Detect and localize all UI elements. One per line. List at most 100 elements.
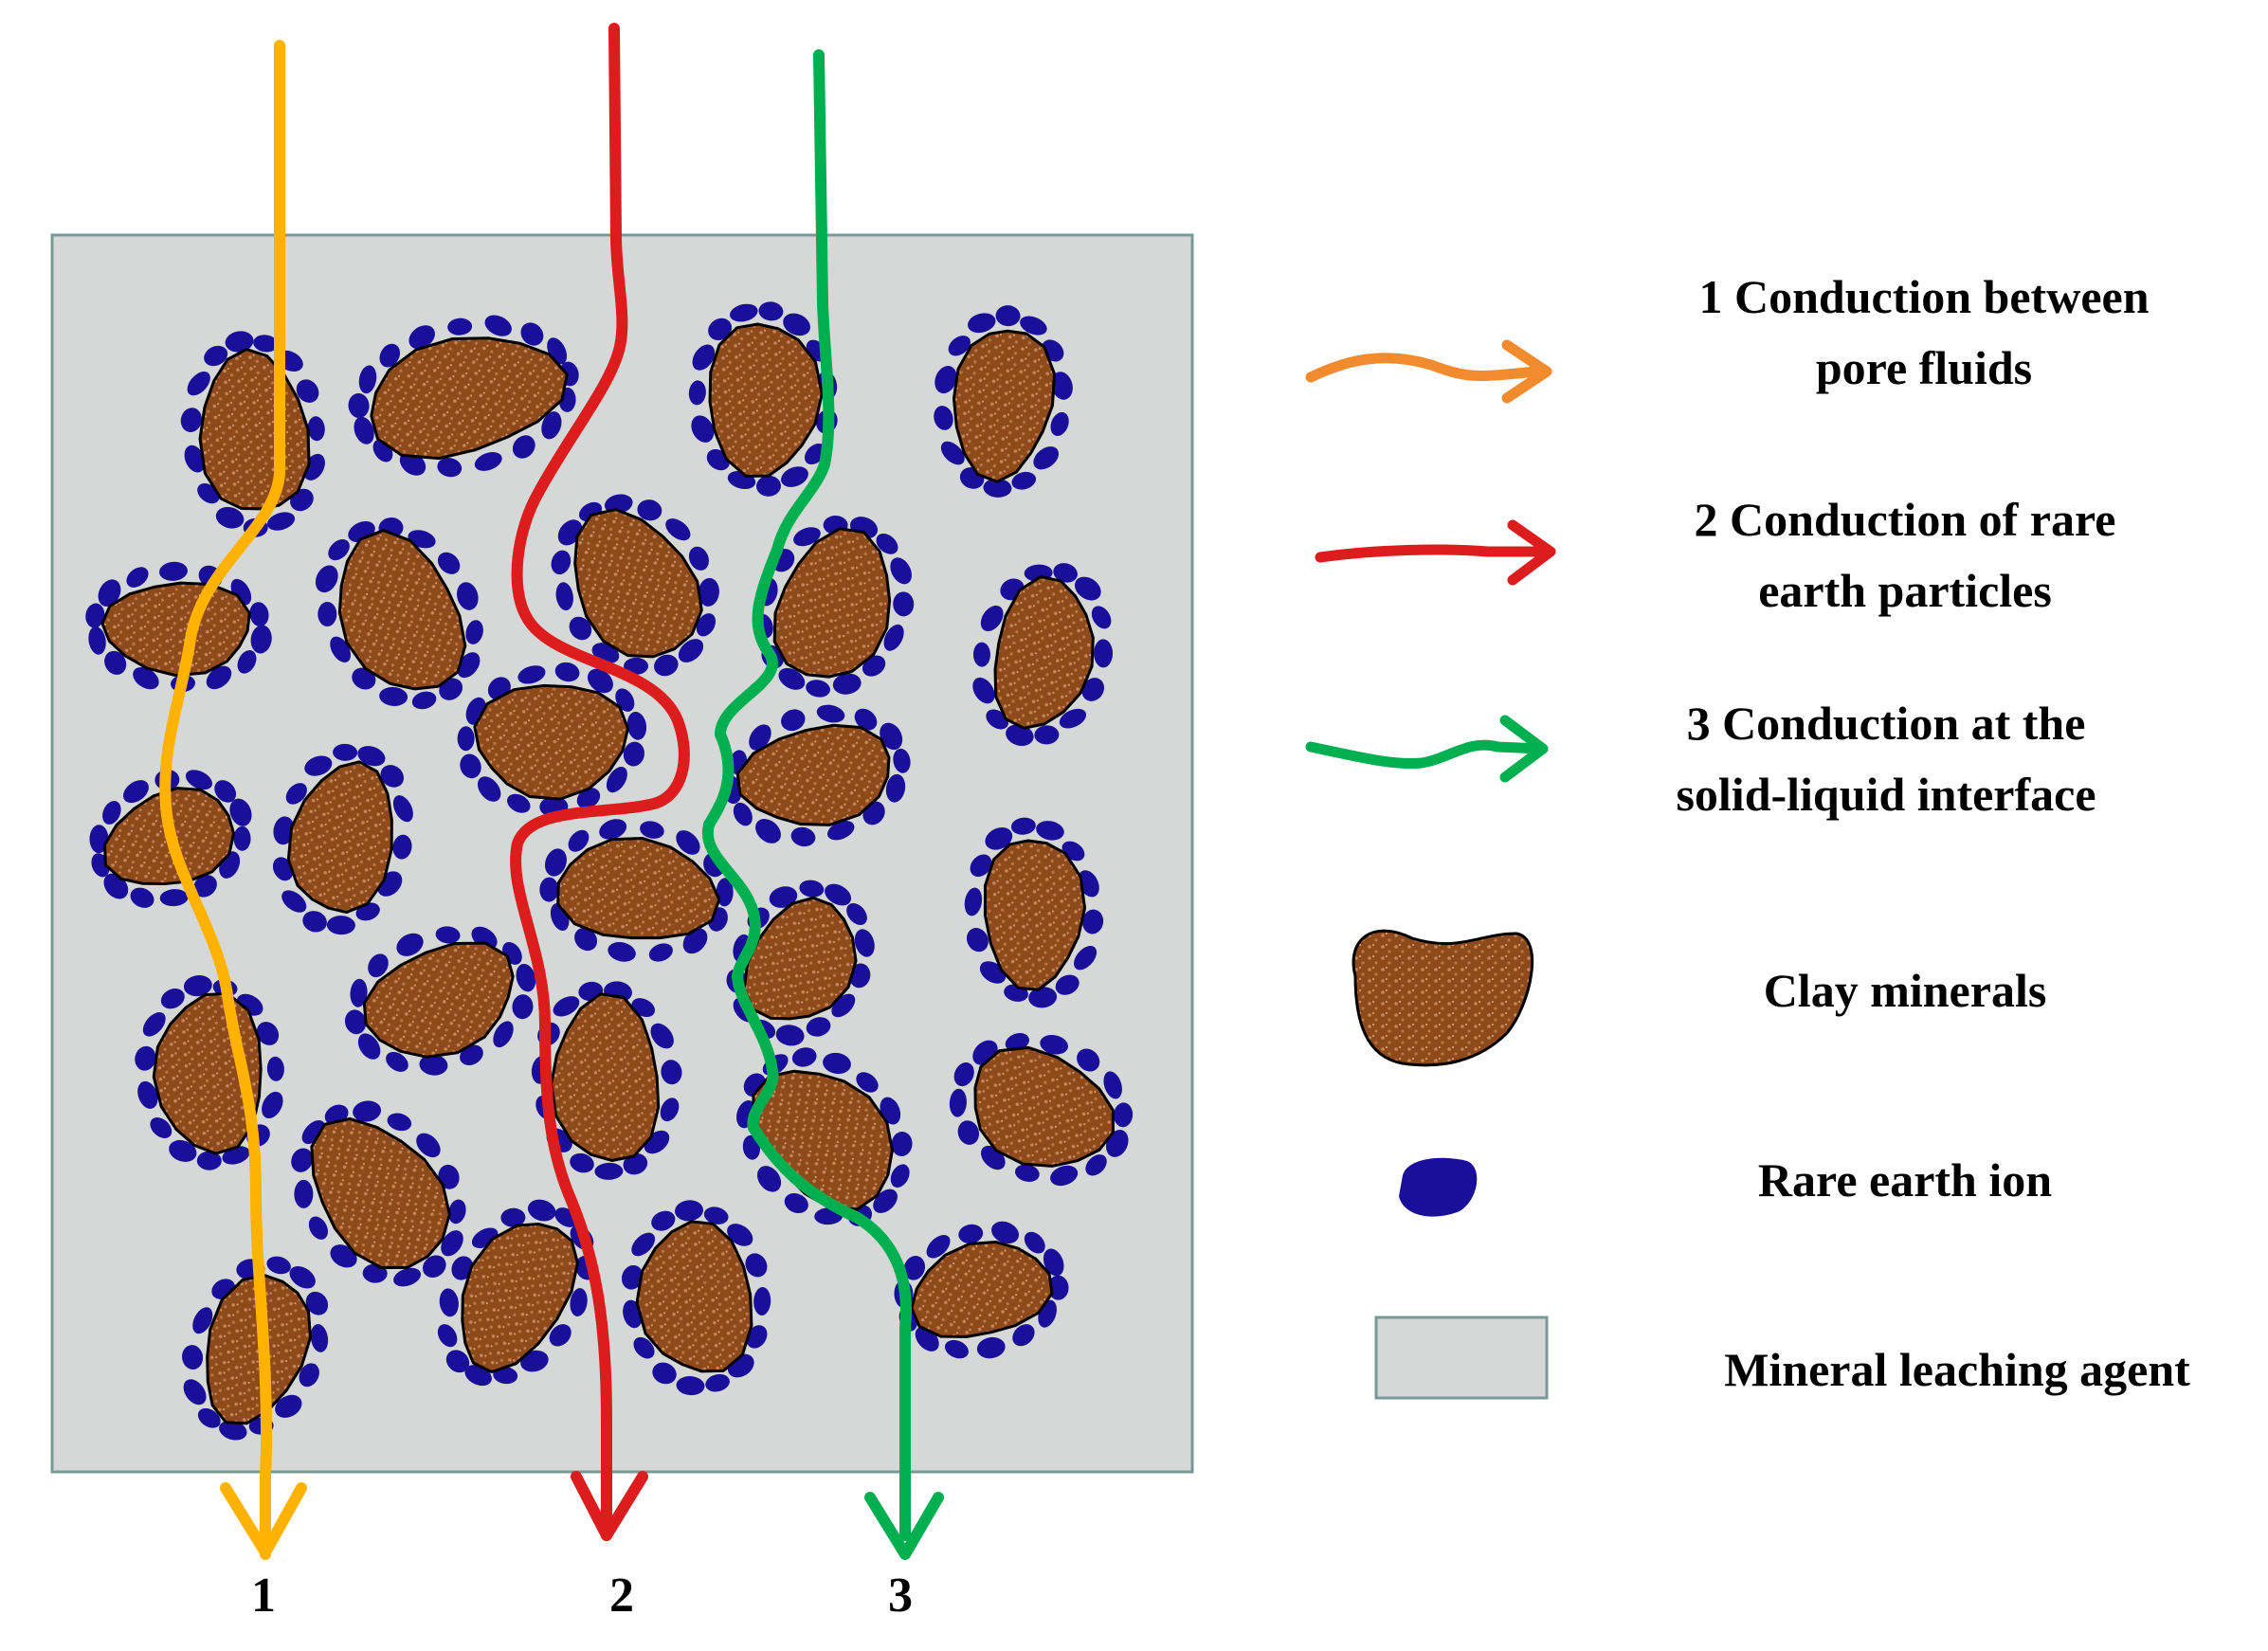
- rare-earth-ion: [512, 435, 535, 459]
- path-1-line: [159, 40, 285, 1560]
- rare-earth-ion: [661, 1060, 682, 1085]
- rare-earth-ion: [266, 512, 296, 531]
- rare-earth-ion: [516, 963, 536, 992]
- rare-earth-ion: [493, 1021, 514, 1048]
- rare-earth-ion: [551, 550, 572, 575]
- rare-earth-ion: [393, 1267, 422, 1287]
- rare-earth-ion: [122, 780, 149, 804]
- rare-earth-ion: [949, 1088, 967, 1117]
- clay-mineral: [973, 1045, 1115, 1168]
- rare-earth-ion: [983, 478, 1012, 498]
- rare-earth-ion: [972, 677, 995, 704]
- rare-earth-ion: [934, 406, 953, 430]
- rare-earth-ion: [307, 416, 325, 442]
- clay-particle: [531, 981, 682, 1180]
- rare-earth-ion: [438, 1164, 460, 1189]
- rare-earth-ion: [187, 372, 210, 396]
- rare-earth-ion: [1005, 1033, 1029, 1052]
- rare-earth-ion: [1050, 411, 1069, 436]
- rare-earth-ion: [832, 673, 862, 695]
- rare-earth-ion: [130, 887, 154, 908]
- rare-earth-ion: [457, 582, 479, 610]
- rare-earth-ion: [745, 1253, 768, 1278]
- rare-earth-ion: [753, 1286, 771, 1315]
- rare-earth-ion: [816, 704, 845, 723]
- rare-earth-ion: [160, 988, 185, 1009]
- rare-earth-ion: [333, 743, 358, 761]
- rare-earth-ion: [678, 639, 704, 662]
- rare-earth-ion: [799, 880, 825, 898]
- rare-earth-ion: [206, 665, 232, 690]
- rare-earth-ion: [791, 1047, 817, 1067]
- rare-earth-ion: [305, 1291, 329, 1315]
- rare-earth-ion: [970, 854, 992, 878]
- rare-earth-ion: [953, 1062, 974, 1087]
- rare-earth-ion: [733, 802, 753, 826]
- rare-earth-ion: [262, 1091, 283, 1119]
- rare-earth-ion: [676, 1376, 705, 1396]
- rare-earth-ion: [587, 668, 613, 694]
- clay-particle: [894, 1221, 1069, 1359]
- rare-earth-ion: [441, 1230, 463, 1257]
- rare-earth-ion: [88, 626, 106, 655]
- rare-earth-ion: [660, 1098, 680, 1122]
- rare-earth-ion: [474, 452, 502, 471]
- rare-earth-ion: [275, 1394, 302, 1418]
- legend-ion-swatch: [1399, 1157, 1478, 1217]
- rare-earth-ion: [968, 313, 996, 334]
- rare-earth-ion: [353, 1100, 382, 1122]
- rare-earth-ion: [357, 746, 386, 767]
- rare-earth-ion: [308, 1216, 329, 1240]
- clay-particle: [89, 769, 252, 908]
- rare-earth-ion: [387, 1113, 412, 1132]
- rare-earth-ion: [304, 755, 333, 776]
- rare-earth-ion: [477, 776, 501, 802]
- clay-mineral: [362, 941, 515, 1059]
- rare-earth-ion: [1036, 821, 1064, 841]
- clay-mineral: [635, 1220, 753, 1373]
- rare-earth-ion: [570, 1288, 588, 1316]
- clay-mineral: [952, 329, 1056, 483]
- rare-earth-ion: [893, 748, 911, 773]
- rare-earth-ion: [1074, 945, 1098, 971]
- rare-earth-ion: [135, 1045, 156, 1071]
- rare-earth-ion: [854, 708, 878, 731]
- rare-earth-ion: [419, 1054, 448, 1076]
- rare-earth-ion: [1010, 817, 1036, 835]
- clay-mineral: [983, 839, 1087, 991]
- rare-earth-ion: [344, 1009, 367, 1035]
- rare-earth-ion: [893, 591, 915, 617]
- rare-earth-ion: [437, 552, 461, 574]
- rare-earth-ion: [1020, 316, 1047, 336]
- legend-path-1-label-line2: pore fluids: [1816, 341, 2032, 394]
- rare-earth-ion: [698, 577, 719, 607]
- rare-earth-ion: [1006, 724, 1034, 746]
- rare-earth-ion: [330, 1244, 357, 1268]
- rare-earth-ion: [696, 613, 717, 637]
- rare-earth-ion: [192, 1307, 213, 1334]
- rare-earth-ion: [379, 343, 401, 368]
- rare-earth-ion: [1059, 708, 1087, 729]
- clay-particle: [949, 1033, 1134, 1187]
- rare-earth-ion: [806, 1017, 831, 1037]
- rare-earth-ion: [457, 726, 475, 752]
- rare-earth-ion: [299, 1363, 319, 1388]
- rare-earth-ion: [411, 691, 437, 710]
- rare-earth-ion: [1094, 639, 1114, 668]
- rare-earth-ion: [183, 1379, 207, 1406]
- rare-earth-ion: [781, 466, 808, 487]
- rare-earth-ion: [368, 953, 389, 978]
- rare-earth-ion: [972, 642, 990, 667]
- rare-earth-ion: [1106, 1130, 1129, 1157]
- rare-earth-ion: [758, 301, 784, 321]
- clay-particle: [551, 494, 719, 677]
- rare-earth-ion: [654, 654, 679, 677]
- rare-earth-ion: [948, 336, 971, 356]
- rare-earth-ion: [749, 724, 771, 751]
- rare-earth-ion: [1055, 974, 1080, 995]
- legend-agent-swatch: [1374, 1315, 1549, 1400]
- rare-earth-ion: [650, 1023, 674, 1049]
- rare-earth-ion: [705, 1373, 730, 1392]
- rare-earth-ion: [755, 475, 781, 497]
